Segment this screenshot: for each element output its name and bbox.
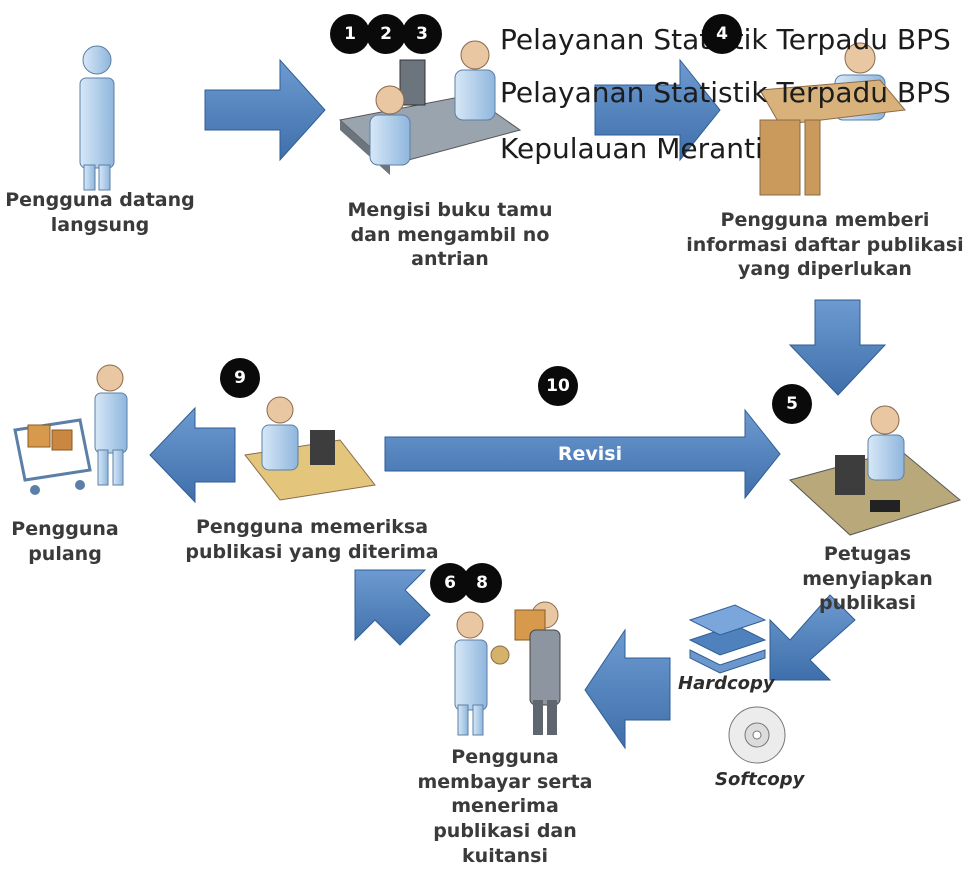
- step-badge-8: 8: [462, 563, 502, 603]
- step-badge-10: 10: [538, 366, 578, 406]
- overlay-title-line2: Pelayanan Statistik Terpadu BPS: [500, 76, 951, 109]
- step-badge-9: 9: [220, 358, 260, 398]
- step-label-guestbook: Mengisi buku tamu dan mengambil no antri…: [347, 199, 553, 271]
- officer-preparing-icon: [788, 405, 962, 536]
- arrow-1-to-2: [204, 58, 326, 162]
- step-label-arrive: Pengguna datang langsung: [5, 189, 195, 236]
- step-badge-1: 1: [330, 14, 370, 54]
- reception-desk-icon: [338, 40, 522, 175]
- hardcopy-books-icon: [688, 604, 767, 674]
- arrow-3-to-4: [788, 299, 887, 396]
- softcopy-label: Softcopy: [715, 769, 805, 790]
- officer-desk-icon: [759, 42, 906, 196]
- revision-label: Revisi: [557, 443, 623, 465]
- step-label-inform: Pengguna memberi informasi daftar publik…: [686, 209, 964, 281]
- step-badge-5: 5: [772, 384, 812, 424]
- hardcopy-label: Hardcopy: [678, 673, 775, 694]
- step-label-payment: Pengguna membayar serta menerima publika…: [417, 746, 593, 867]
- step-label-officer-prepare: Petugas menyiapkan publikasi: [802, 543, 933, 615]
- step-badge-4: 4: [702, 14, 742, 54]
- payment-exchange-icon: [454, 601, 561, 736]
- arrow-4-to-media: [769, 594, 856, 681]
- arrow-9-to-pulang: [149, 406, 236, 504]
- person-arriving-icon: [79, 45, 115, 191]
- arrow-2-to-3: [594, 58, 721, 162]
- step-label-check: Pengguna memeriksa publikasi yang diteri…: [185, 516, 439, 563]
- step-badge-3: 3: [402, 14, 442, 54]
- overlay-title-line3: Kepulauan Meranti: [500, 132, 763, 165]
- arrow-media-to-6: [584, 628, 671, 750]
- arrow-revisi: [384, 408, 781, 500]
- step-badge-2: 2: [366, 14, 406, 54]
- person-leaving-cart-icon: [13, 364, 128, 495]
- step-label-leave: Pengguna pulang: [11, 518, 119, 565]
- arrow-6-to-9: [354, 569, 431, 646]
- softcopy-disc-icon: [728, 706, 786, 764]
- person-checking-icon: [244, 396, 376, 501]
